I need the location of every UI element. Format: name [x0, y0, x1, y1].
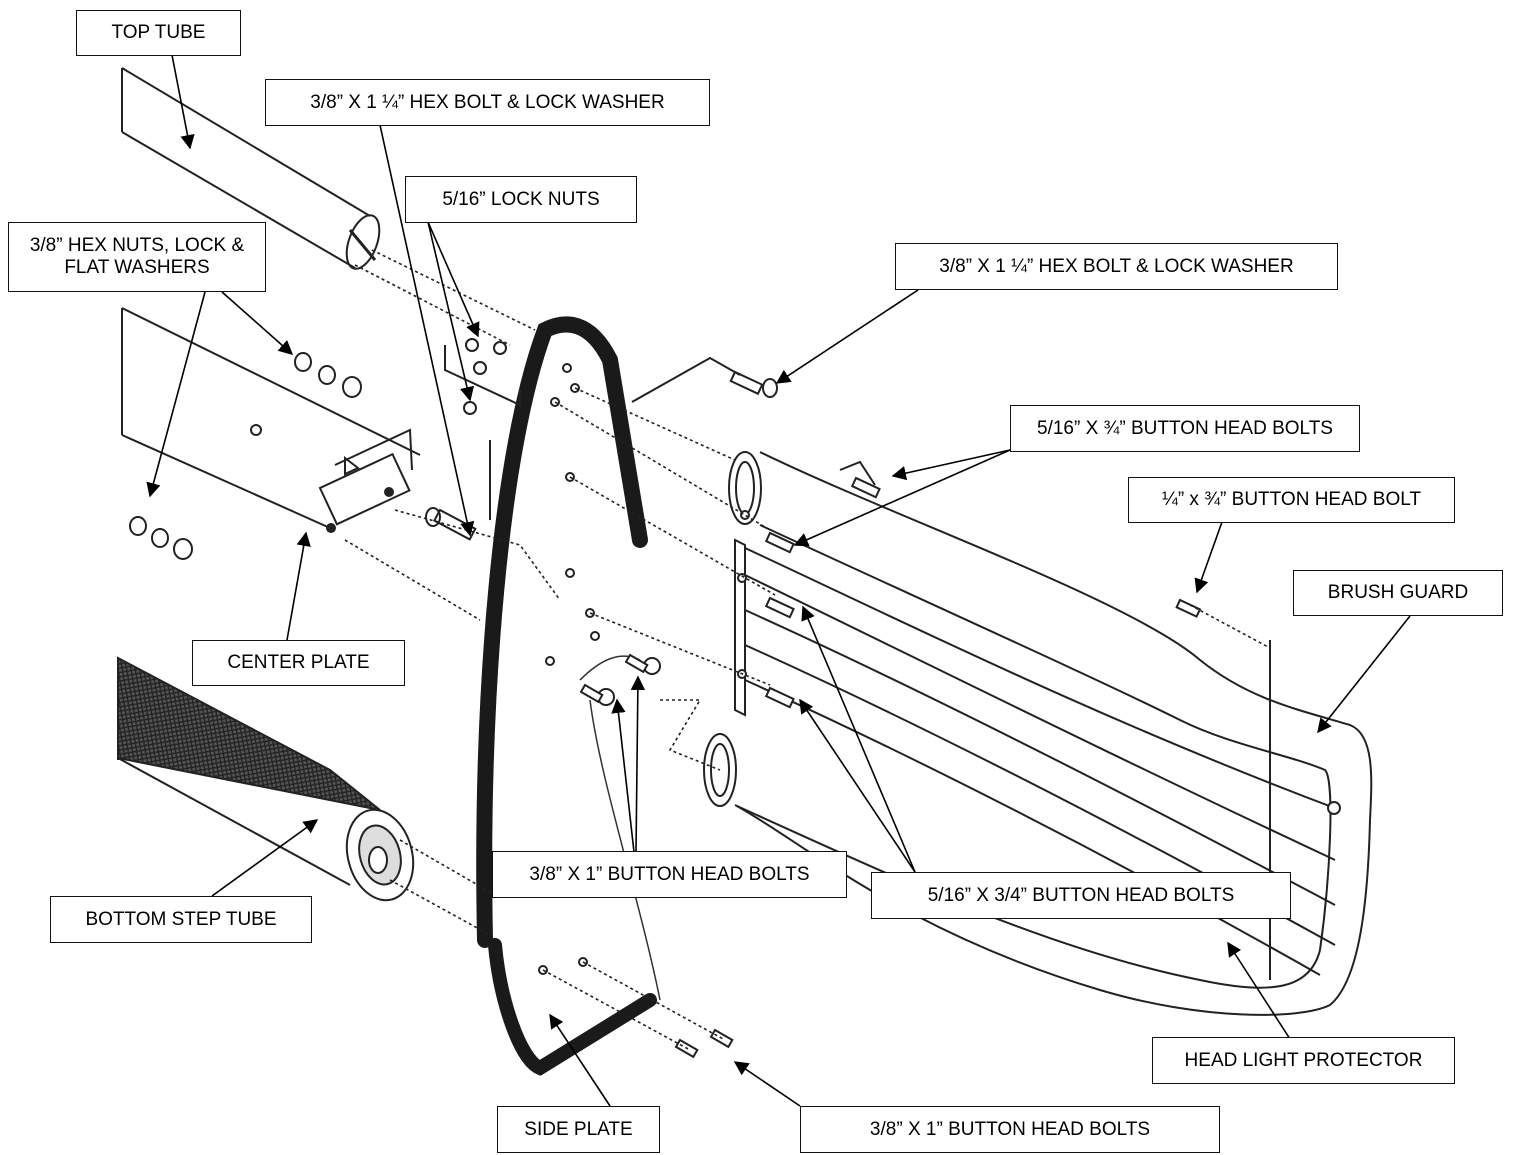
bottom-step-tube-part: [117, 656, 415, 902]
top-tube-part: [121, 67, 381, 270]
label-head-light-protector: HEAD LIGHT PROTECTOR: [1152, 1037, 1455, 1084]
assembly-dashed-lines: [344, 249, 1271, 1051]
leader-arrows: [146, 54, 1411, 1107]
label-hex-nuts-lock-flat-washers: 3/8” HEX NUTS, LOCK & FLAT WASHERS: [8, 222, 266, 292]
label-hex-bolt-lock-washer-left: 3/8” X 1 ¼” HEX BOLT & LOCK WASHER: [265, 79, 710, 126]
label-bottom-step-tube: BOTTOM STEP TUBE: [50, 896, 312, 943]
hex-nut-washer-cluster-top: [294, 352, 362, 398]
label-516-34-button-head-bolts-top: 5/16” X ¾” BUTTON HEAD BOLTS: [1010, 405, 1360, 452]
label-brush-guard: BRUSH GUARD: [1293, 570, 1503, 616]
center-plate-part: [121, 307, 421, 533]
label-center-plate: CENTER PLATE: [192, 640, 405, 686]
label-side-plate: SIDE PLATE: [497, 1106, 660, 1153]
label-hex-bolt-lock-washer-right: 3/8” X 1 ¼” HEX BOLT & LOCK WASHER: [895, 243, 1338, 290]
lock-nut-group: [463, 338, 507, 415]
label-lock-nuts: 5/16” LOCK NUTS: [405, 176, 637, 223]
label-38-1-button-head-bolts-bottom: 3/8” X 1” BUTTON HEAD BOLTS: [800, 1106, 1220, 1153]
brush-guard-part: [703, 451, 1373, 1016]
button-head-bolt-group: [579, 476, 1202, 1059]
label-top-tube: TOP TUBE: [76, 10, 241, 56]
label-516-34-button-head-bolts-mid: 5/16” X 3/4” BUTTON HEAD BOLTS: [871, 872, 1291, 919]
hex-nut-washer-cluster-bottom: [129, 516, 193, 560]
side-plate-part: [476, 316, 661, 1076]
hex-bolt-right-part: [631, 356, 778, 403]
label-14-34-button-head-bolt: ¼” x ¾” BUTTON HEAD BOLT: [1128, 477, 1455, 523]
label-38-1-button-head-bolts-mid: 3/8” X 1” BUTTON HEAD BOLTS: [492, 851, 847, 898]
